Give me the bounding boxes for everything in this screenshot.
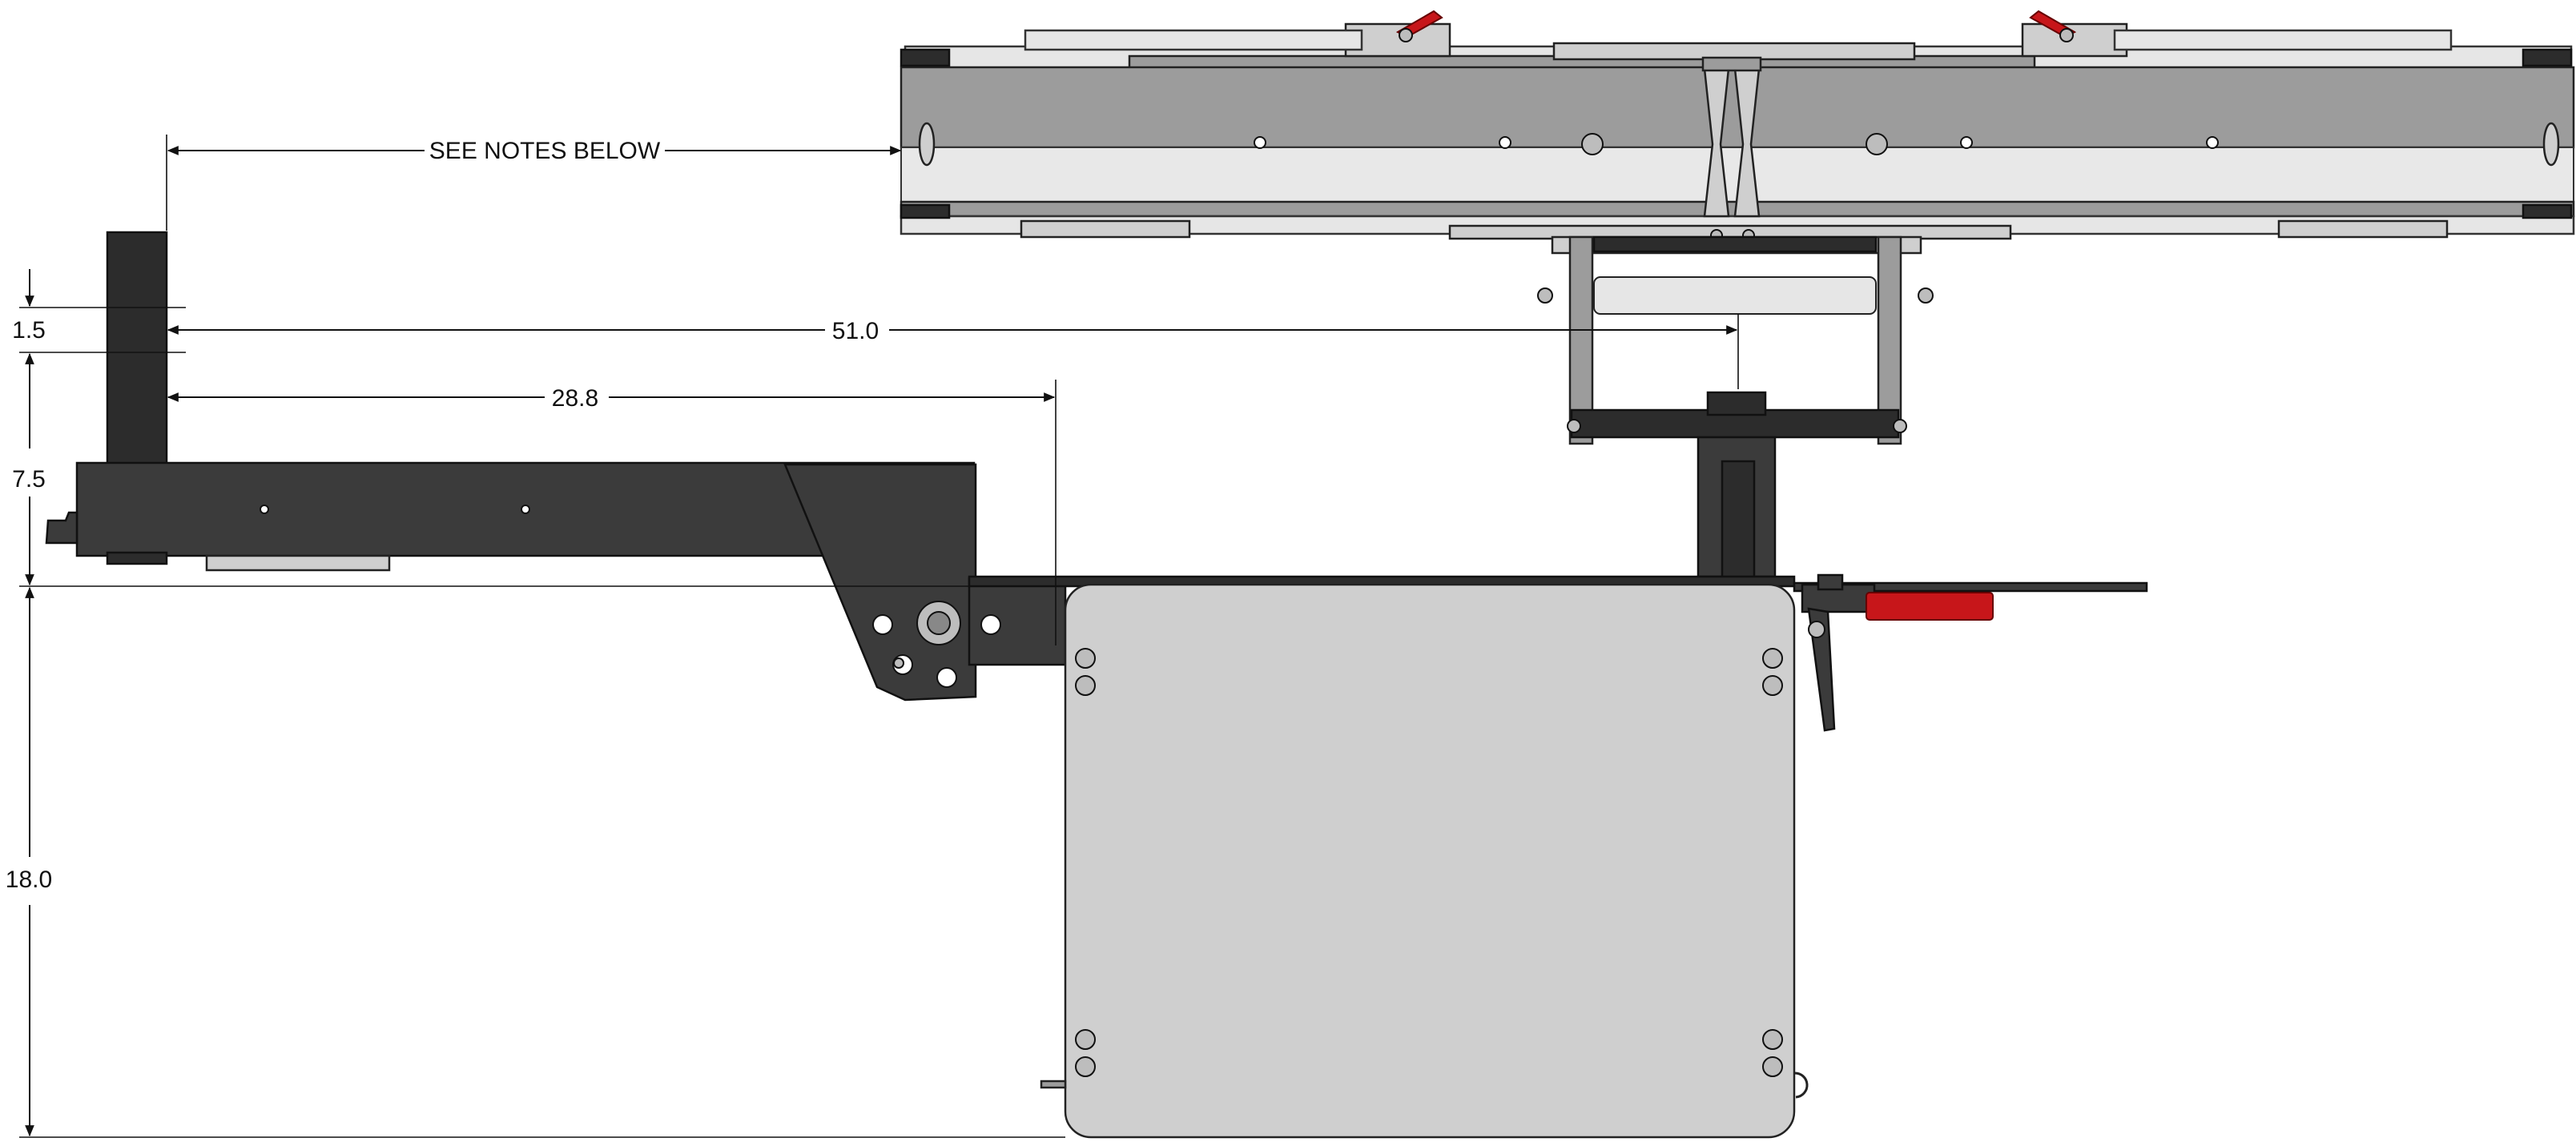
dim-7-5-label: 7.5 — [12, 466, 46, 493]
dim-1-5-label: 1.5 — [12, 317, 46, 344]
conveyor-assembly — [900, 10, 2575, 242]
yoke-mount — [1537, 235, 1934, 578]
base-plate — [1040, 583, 1809, 1139]
dim-28-8-label: 28.8 — [552, 385, 598, 412]
lever-handle — [1793, 573, 2148, 732]
see-notes-label: SEE NOTES BELOW — [429, 138, 661, 164]
dim-51-label: 51.0 — [832, 318, 879, 344]
dim-18-label: 18.0 — [6, 867, 52, 893]
dimensions: SEE NOTES BELOW 51.0 28.8 1.5 7.5 18.0 — [6, 135, 1739, 1138]
